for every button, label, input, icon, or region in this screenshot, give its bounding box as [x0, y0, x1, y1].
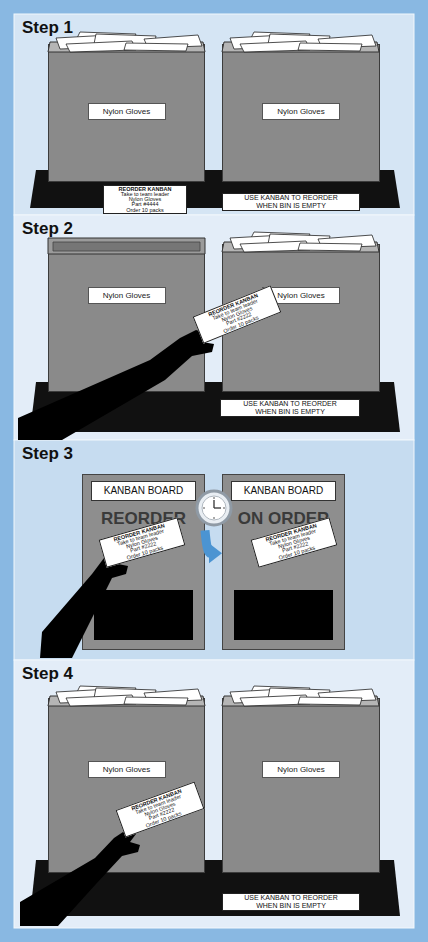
kanban-card: REORDER KANBANTake to team leaderNylon G… — [103, 185, 187, 214]
board-title: KANBAN BOARD — [91, 481, 196, 501]
flow-arrow — [205, 530, 222, 563]
instruction-sign: USE KANBAN TO REORDER WHEN BIN IS EMPTY — [222, 893, 360, 911]
instruction-sign: USE KANBAN TO REORDER WHEN BIN IS EMPTY — [220, 399, 360, 417]
sign-text: USE KANBAN TO REORDER WHEN BIN IS EMPTY — [239, 194, 343, 210]
instruction-sign: USE KANBAN TO REORDER WHEN BIN IS EMPTY — [222, 193, 360, 211]
supply-bin: Nylon Gloves — [48, 244, 205, 392]
bin-label: Nylon Gloves — [262, 761, 340, 778]
panel-fill — [14, 215, 414, 440]
card-line: Order 10 packs — [104, 208, 186, 213]
step-panel: Step 3 KANBAN BOARDREORDERREORDER KANBANT… — [14, 440, 414, 660]
supply-bin: Nylon Gloves — [222, 698, 380, 873]
panel-fill — [14, 660, 414, 928]
bin-label: Nylon Gloves — [88, 761, 166, 778]
bin-label: Nylon Gloves — [88, 287, 166, 304]
clock-hand — [213, 500, 214, 508]
kanban-board: KANBAN BOARDON ORDERREORDER KANBANTake t… — [222, 474, 345, 650]
board-title: KANBAN BOARD — [231, 481, 336, 501]
step-panel: Step 4Nylon GlovesNylon GlovesREORDER KA… — [14, 660, 414, 928]
supply-bin: Nylon Gloves — [222, 44, 380, 182]
kanban-board: KANBAN BOARDREORDERREORDER KANBANTake to… — [82, 474, 205, 650]
step-panel: Step 1 Nylon Gloves Nylon GlovesREORDER KA… — [14, 14, 414, 215]
bin-label: Nylon Gloves — [88, 103, 166, 120]
sign-text: USE KANBAN TO REORDER WHEN BIN IS EMPTY — [239, 894, 343, 910]
supply-bin: Nylon Gloves — [48, 44, 205, 182]
panel-fill — [14, 14, 414, 215]
clock-hand — [214, 507, 221, 508]
step-heading: Step 2 — [22, 219, 73, 239]
flow-arrow-head — [209, 543, 222, 563]
flow-arrow-shaft — [205, 530, 210, 553]
step-heading: Step 3 — [22, 444, 73, 464]
step-heading: Step 4 — [22, 664, 73, 684]
card-line: Part #4444 — [104, 202, 186, 207]
step-panel: Step 2Nylon GlovesNylon GlovesREORDER KA… — [14, 215, 414, 440]
sign-text: USE KANBAN TO REORDER WHEN BIN IS EMPTY — [238, 400, 342, 416]
bin-label: Nylon Gloves — [262, 103, 340, 120]
panel-fill — [14, 440, 414, 660]
step-heading: Step 1 — [22, 18, 73, 38]
clock-tick — [214, 497, 215, 499]
clock-tick — [214, 517, 215, 519]
